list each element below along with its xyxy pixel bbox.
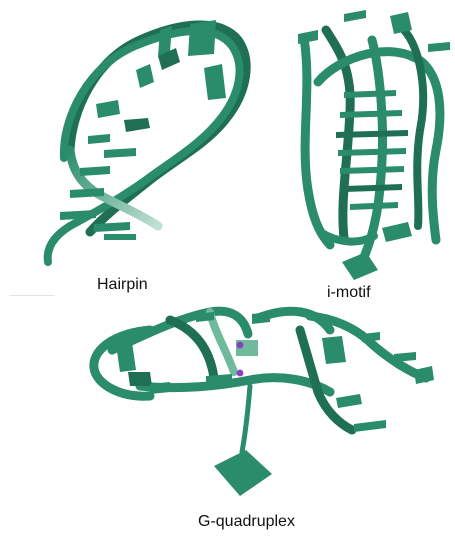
- imotif-base: [390, 12, 412, 34]
- gquad-base: [336, 394, 362, 408]
- divider-line: [10, 295, 54, 296]
- imotif-base: [344, 184, 402, 192]
- gquad-ion: [237, 342, 244, 349]
- imotif-structure: [298, 10, 450, 280]
- gquadruplex-structure: [94, 311, 434, 496]
- imotif-label: i-motif: [327, 284, 371, 302]
- gquad-terminal-base: [214, 450, 272, 496]
- imotif-base: [350, 202, 398, 210]
- hairpin-label: Hairpin: [97, 276, 148, 294]
- hairpin-base: [88, 134, 110, 144]
- gquad-base: [322, 336, 346, 364]
- hairpin-base: [188, 20, 216, 56]
- imotif-base: [382, 222, 412, 242]
- gquadruplex-label: G-quadruplex: [198, 513, 295, 531]
- imotif-base: [298, 30, 318, 44]
- gquad-base: [394, 352, 416, 362]
- hairpin-base: [124, 118, 150, 132]
- hairpin-base: [104, 148, 136, 158]
- gquad-strand: [170, 320, 214, 378]
- gquad-base: [252, 312, 270, 324]
- gquad-base: [116, 342, 136, 372]
- imotif-base: [344, 10, 366, 22]
- hairpin-base: [96, 100, 120, 118]
- gquad-base: [128, 372, 152, 386]
- gquad-ion: [237, 370, 244, 377]
- gquad-stem: [242, 386, 250, 452]
- gquad-base: [354, 420, 386, 432]
- hairpin-base: [204, 64, 226, 100]
- hairpin-backbone-front: [48, 31, 240, 262]
- imotif-base: [428, 42, 450, 52]
- hairpin-base: [104, 234, 136, 240]
- imotif-base: [342, 252, 378, 280]
- gquad-base: [414, 366, 434, 384]
- hairpin-base: [80, 166, 110, 176]
- hairpin-base: [136, 64, 154, 88]
- gquad-base: [150, 382, 170, 394]
- hairpin-structure: [48, 20, 246, 262]
